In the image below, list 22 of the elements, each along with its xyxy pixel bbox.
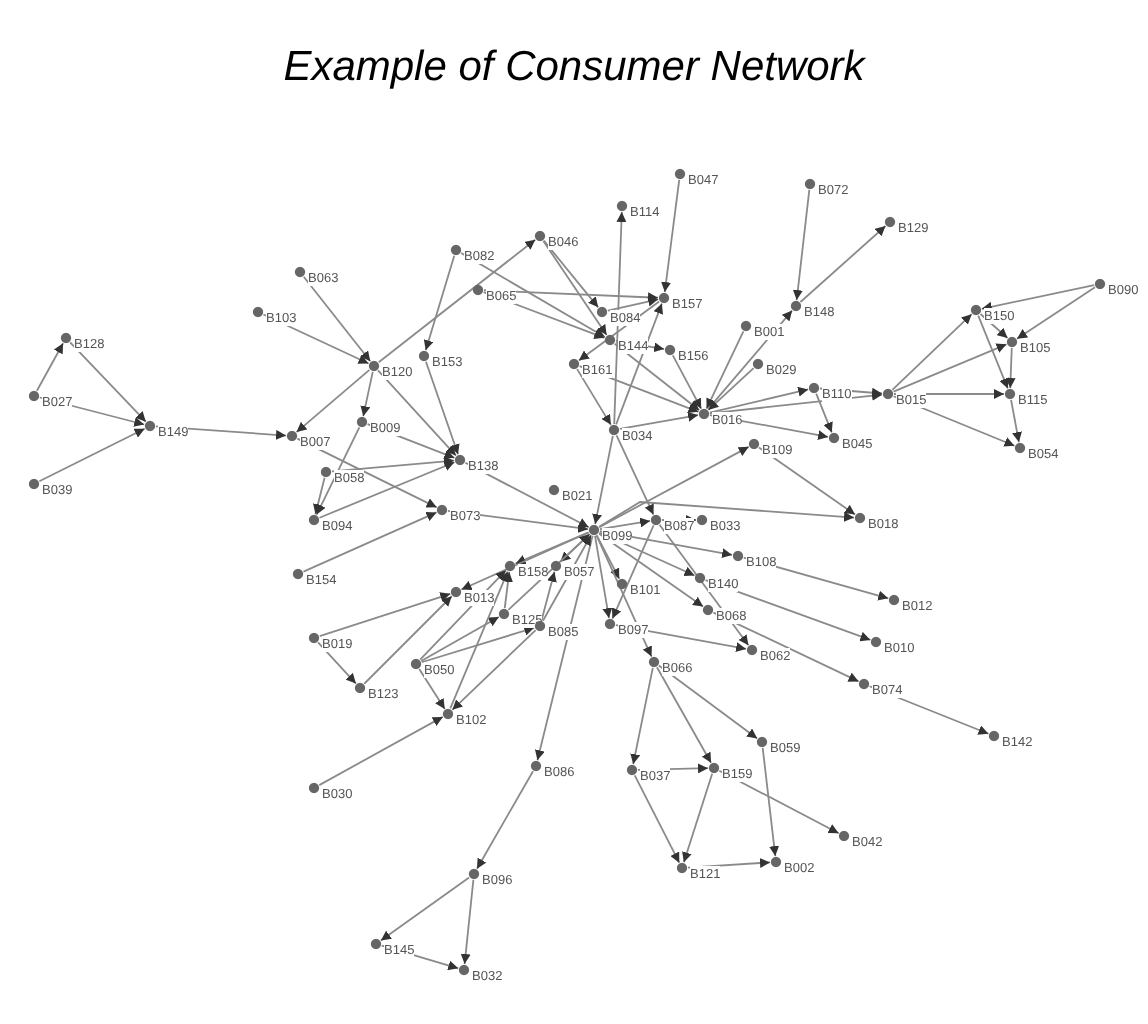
arrow bbox=[476, 770, 534, 870]
arrow bbox=[318, 716, 444, 786]
arrow bbox=[707, 367, 755, 411]
arrow bbox=[891, 313, 973, 391]
arrow bbox=[380, 876, 470, 942]
arrow bbox=[615, 302, 663, 426]
arrow bbox=[707, 309, 793, 411]
arrow bbox=[507, 533, 591, 611]
arrow bbox=[460, 531, 590, 591]
arrow bbox=[542, 534, 592, 622]
arrow bbox=[420, 616, 500, 662]
arrow bbox=[598, 501, 855, 528]
arrow bbox=[36, 342, 64, 392]
arrow bbox=[377, 238, 537, 364]
diagram-title: Example of Consumer Network bbox=[283, 44, 865, 92]
arrow bbox=[799, 225, 887, 303]
arrow bbox=[363, 595, 453, 685]
arrow bbox=[449, 570, 509, 710]
arrow bbox=[451, 629, 537, 711]
arrow bbox=[295, 369, 371, 433]
arrow bbox=[1016, 286, 1096, 340]
arrow bbox=[577, 300, 661, 362]
